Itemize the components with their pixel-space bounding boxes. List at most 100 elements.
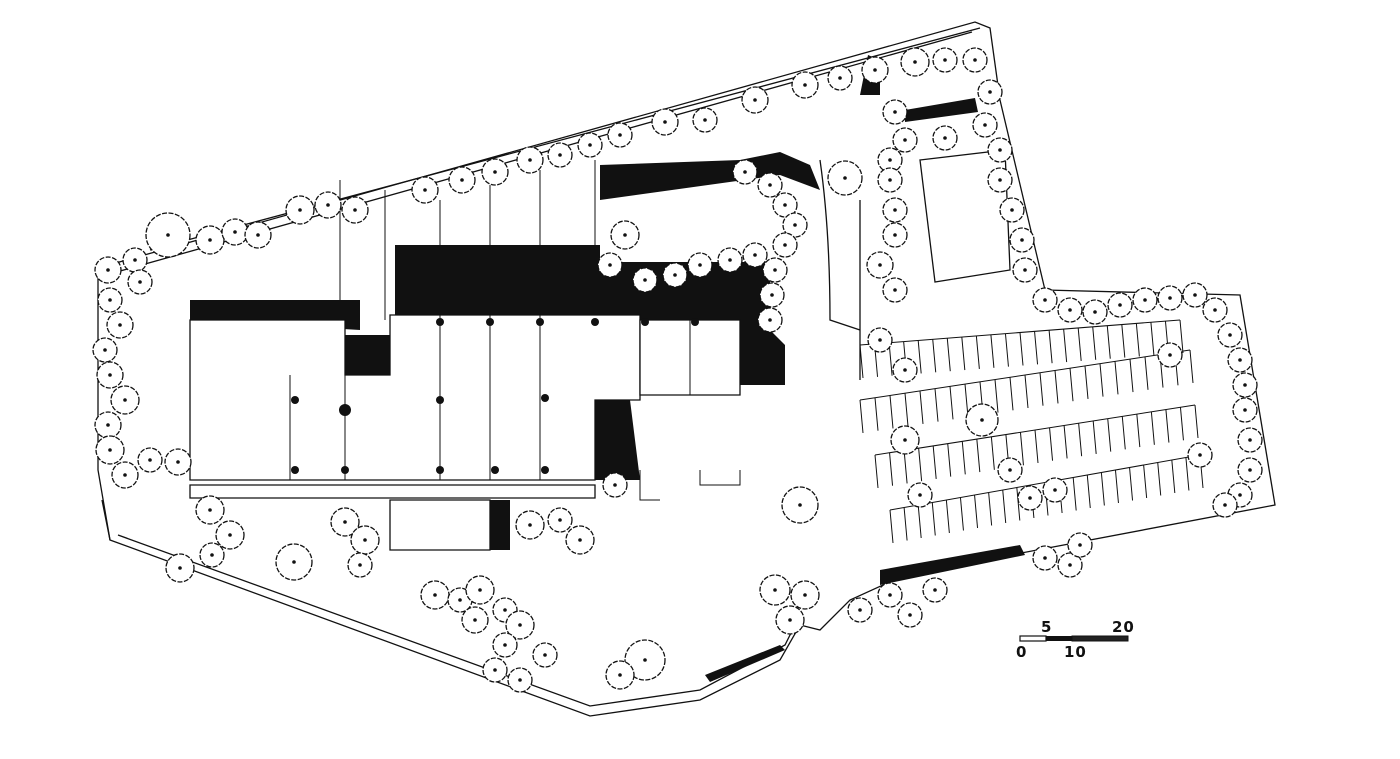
parking-stall-line [945, 499, 950, 534]
parking-stall-line [932, 339, 937, 373]
scale-label-20: 20 [1112, 618, 1135, 636]
tree-trunk-icon [1020, 238, 1024, 242]
parking-stall-line [889, 452, 894, 486]
parking-stall-line [947, 443, 952, 477]
tree-trunk-icon [743, 170, 747, 174]
parking-stall-line [1034, 331, 1039, 365]
tree-trunk-icon [643, 278, 647, 282]
parking-stall-line [1009, 377, 1014, 411]
tree-trunk-icon [528, 158, 532, 162]
parking-stall-line [990, 436, 995, 470]
tree-trunk-icon [1053, 488, 1057, 492]
tree-trunk-icon [933, 588, 937, 592]
tree-trunk-icon [106, 423, 110, 427]
parking-stall-line [1063, 425, 1068, 459]
parking-stall-line [1194, 404, 1199, 439]
parking-stall-line [1086, 474, 1091, 509]
scale-label-0: 0 [1016, 643, 1028, 661]
tree-trunk-icon [773, 268, 777, 272]
tree-trunk-icon [608, 263, 612, 267]
tree-trunk-icon [893, 288, 897, 292]
parking-stall-line [1135, 323, 1140, 357]
tree-trunk-icon [1238, 493, 1242, 497]
tree-trunk-icon [1010, 208, 1014, 212]
parking-stall-line [934, 388, 939, 422]
parking-stall-line [1157, 462, 1162, 496]
parking-stall-line [1143, 464, 1148, 499]
parking-stall-line [1099, 363, 1104, 397]
tree-trunk-icon [1068, 308, 1072, 312]
tree-trunk-icon [998, 148, 1002, 152]
parking-stall-line [1054, 370, 1059, 404]
building-footprint [189, 149, 1011, 551]
tree-trunk-icon [858, 608, 862, 612]
tree-trunk-icon [703, 118, 707, 122]
tree-trunk-icon [878, 263, 882, 267]
parking-stall-line [903, 507, 908, 541]
parking-stall-line [1034, 429, 1039, 464]
column-markers [291, 318, 699, 474]
parking-stall-line [1019, 332, 1024, 366]
tree-trunk-icon [918, 493, 922, 497]
tree-trunk-icon [753, 253, 757, 257]
tree-trunk-icon [843, 176, 847, 180]
parking-stall-line [1179, 319, 1184, 354]
tree-trunk-icon [983, 123, 987, 127]
tree-trunk-icon [148, 458, 152, 462]
parking-stall-line [976, 439, 981, 473]
tree-trunk-icon [1213, 308, 1217, 312]
parking-stall-line [1129, 359, 1134, 393]
parking-stall-line [1129, 467, 1134, 501]
tree-trunk-icon [888, 593, 892, 597]
tree-trunk-icon [176, 460, 180, 464]
tree-trunk-icon [518, 623, 522, 627]
tree-trunk-icon [888, 178, 892, 182]
scale-label-10: 10 [1064, 643, 1087, 661]
tree-trunk-icon [123, 398, 127, 402]
parking-stall-line [990, 334, 995, 368]
tree-trunk-icon [210, 553, 214, 557]
tree-trunk-icon [1168, 353, 1172, 357]
tree-trunk-icon [108, 373, 112, 377]
parking-stall-line [1121, 416, 1126, 450]
tree-trunk-icon [1143, 298, 1147, 302]
parking-stall-line [988, 492, 993, 526]
parking-stall-line [917, 340, 922, 374]
tree-trunk-icon [166, 233, 170, 237]
parking-stall-line [975, 335, 980, 369]
tree-trunk-icon [1243, 383, 1247, 387]
tree-trunk-icon [768, 183, 772, 187]
tree-trunk-icon [1248, 438, 1252, 442]
parking-stall-line [961, 337, 966, 371]
tree-trunk-icon [558, 518, 562, 522]
tree-trunk-icon [1043, 556, 1047, 560]
tree-trunk-icon [973, 58, 977, 62]
tree-trunk-icon [343, 520, 347, 524]
scale-segment-0-5 [1019, 635, 1047, 642]
tree-trunk-icon [768, 318, 772, 322]
parking-stall-line [946, 338, 951, 372]
tree-trunk-icon [578, 538, 582, 542]
tree-trunk-icon [1028, 496, 1032, 500]
tree-trunk-icon [1228, 333, 1232, 337]
parking-stall-line [1185, 457, 1190, 491]
tree-trunk-icon [793, 223, 797, 227]
scale-bar [1019, 635, 1129, 642]
parking-stall-line [1107, 418, 1112, 452]
parking-stall-line [874, 397, 879, 431]
trees [92, 47, 1263, 693]
tree-trunk-icon [753, 98, 757, 102]
tree-trunk-icon [613, 483, 617, 487]
tree-trunk-icon [803, 593, 807, 597]
tree-trunk-icon [773, 588, 777, 592]
parking-stall-line [1171, 459, 1176, 494]
tree-trunk-icon [908, 613, 912, 617]
tree-trunk-icon [292, 560, 296, 564]
tree-trunk-icon [618, 673, 622, 677]
parking-stall-line [919, 390, 924, 424]
tree-trunk-icon [1168, 296, 1172, 300]
tree-trunk-icon [1008, 468, 1012, 472]
tree-trunk-icon [178, 566, 182, 570]
tree-trunk-icon [138, 280, 142, 284]
tree-trunk-icon [988, 90, 992, 94]
